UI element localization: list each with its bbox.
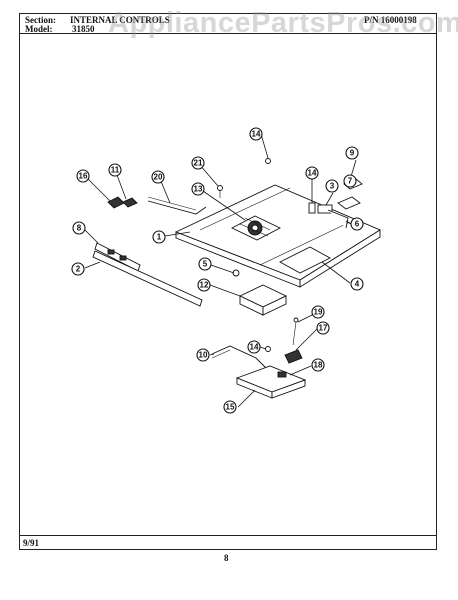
svg-text:10: 10 (199, 351, 208, 360)
svg-text:11: 11 (111, 166, 120, 175)
callout-21: 21 (191, 156, 205, 170)
svg-text:16: 16 (79, 172, 88, 181)
callout-14-mid: 14 (305, 166, 319, 180)
bracket-box (238, 284, 288, 316)
svg-text:13: 13 (194, 185, 203, 194)
svg-text:15: 15 (226, 403, 235, 412)
svg-text:12: 12 (200, 281, 209, 290)
model-value: 31850 (72, 24, 95, 34)
callout-3: 3 (325, 179, 339, 193)
svg-text:19: 19 (314, 308, 323, 317)
callout-18: 18 (311, 358, 325, 372)
svg-text:3: 3 (330, 182, 335, 191)
callout-2: 2 (71, 262, 85, 276)
model-label: Model: (25, 24, 53, 34)
callout-8: 8 (72, 221, 86, 235)
svg-text:5: 5 (203, 260, 208, 269)
control-panel-assembly (174, 184, 381, 288)
svg-text:17: 17 (319, 324, 328, 333)
base-plate (235, 365, 307, 399)
svg-text:1: 1 (157, 233, 162, 242)
connector-parts (107, 196, 138, 209)
callout-14-low: 14 (247, 340, 261, 354)
callout-12: 12 (197, 278, 211, 292)
callout-17: 17 (316, 321, 330, 335)
revision-date: 9/91 (23, 538, 40, 548)
callout-11: 11 (108, 163, 122, 177)
diagram-frame (19, 13, 437, 550)
callout-19: 19 (311, 305, 325, 319)
page-number: 8 (224, 553, 229, 563)
svg-text:14: 14 (252, 130, 261, 139)
callout-10: 10 (196, 348, 210, 362)
callout-7: 7 (343, 174, 357, 188)
svg-text:9: 9 (350, 149, 355, 158)
callout-20: 20 (151, 170, 165, 184)
svg-text:18: 18 (314, 361, 323, 370)
svg-text:14: 14 (250, 343, 259, 352)
callout-9: 9 (345, 146, 359, 160)
callout-6: 6 (350, 217, 364, 231)
svg-text:7: 7 (348, 177, 353, 186)
header-rule (19, 33, 437, 34)
svg-text:20: 20 (154, 173, 163, 182)
callout-16: 16 (76, 169, 90, 183)
strap-part (327, 209, 349, 229)
section-value: INTERNAL CONTROLS (70, 15, 170, 25)
svg-text:8: 8 (77, 224, 82, 233)
tube-part (147, 200, 207, 215)
footer-rule (19, 535, 437, 536)
svg-text:6: 6 (355, 220, 360, 229)
callout-14-top: 14 (249, 127, 263, 141)
callout-5: 5 (198, 257, 212, 271)
callout-1: 1 (152, 230, 166, 244)
svg-text:21: 21 (194, 159, 203, 168)
svg-text:14: 14 (308, 169, 317, 178)
harness-part (211, 345, 271, 373)
callout-15: 15 (223, 400, 237, 414)
callout-13: 13 (191, 182, 205, 196)
rail-assembly (92, 242, 203, 307)
svg-text:2: 2 (76, 265, 81, 274)
section-label: Section: (25, 15, 56, 25)
part-number: P/N 16000198 (364, 15, 417, 25)
svg-text:4: 4 (355, 280, 360, 289)
callout-4: 4 (350, 277, 364, 291)
